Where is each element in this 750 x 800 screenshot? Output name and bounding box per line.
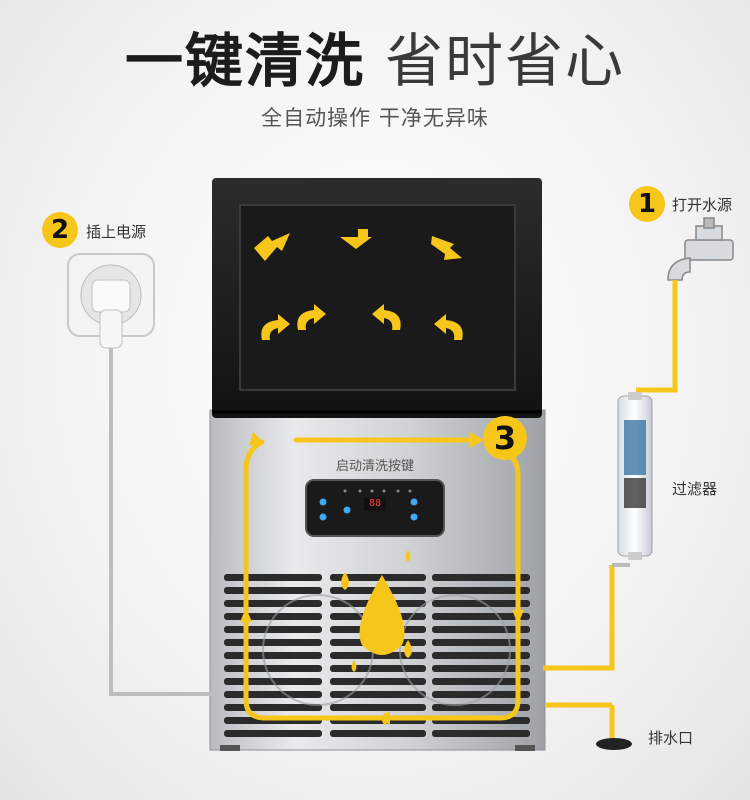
vent-slot (432, 730, 530, 737)
arrow-icon (372, 304, 401, 330)
vent-slot (224, 587, 322, 594)
headline-bold: 一键清洗 (124, 27, 365, 95)
vent-slot (432, 691, 530, 698)
down-icon[interactable] (319, 513, 327, 521)
vent-slot (224, 574, 322, 581)
vent-slot (224, 600, 322, 607)
vent-slot (432, 626, 530, 633)
vent-slot (224, 626, 322, 633)
drain-label: 排水口 (648, 729, 694, 747)
vent-slot (330, 730, 426, 737)
power-outlet (67, 253, 155, 349)
vent-slot (432, 600, 530, 607)
ice-button-icon[interactable] (410, 513, 418, 521)
step-1-badge: 1 (629, 186, 665, 222)
headline-light: 省时省心 (385, 27, 626, 95)
clean-button-icon[interactable] (410, 498, 418, 506)
faucet-icon (667, 217, 734, 281)
step-2-badge: 2 (42, 212, 78, 248)
ice-machine (209, 178, 546, 751)
power-cord (109, 348, 212, 696)
vent-slot (432, 639, 530, 646)
vent-slot (224, 652, 322, 659)
vent-slot (330, 652, 426, 659)
arrow-icon (297, 304, 326, 330)
vent-slot (224, 730, 322, 737)
vent-slot (432, 587, 530, 594)
digital-display: 88 (364, 497, 386, 511)
water-filter (617, 392, 653, 560)
up-icon[interactable] (319, 498, 327, 506)
filter-label: 过滤器 (672, 480, 718, 498)
arrow-icon (434, 314, 463, 340)
step-3-badge: 3 (483, 416, 527, 460)
vent-slot (330, 691, 426, 698)
vent-slot (432, 574, 530, 581)
subheadline: 全自动操作 干净无异味 (261, 106, 489, 130)
step-1-label: 打开水源 (672, 196, 733, 214)
vent-slot (224, 639, 322, 646)
vent-slot (432, 678, 530, 685)
vent-slot (330, 704, 426, 711)
arrow-icon (254, 233, 290, 261)
inlet-pipe (543, 280, 678, 740)
vent-slot (432, 613, 530, 620)
vent-slot (330, 665, 426, 672)
vent-slot (224, 665, 322, 672)
vent-slot (432, 652, 530, 659)
vent-slot (330, 574, 426, 581)
water-drops (341, 550, 412, 725)
headline: 一键清洗省时省心 (0, 28, 750, 94)
drain-hole-icon (596, 738, 632, 750)
vent-slot (224, 691, 322, 698)
step-2-label: 插上电源 (86, 223, 147, 241)
vent-slot (432, 665, 530, 672)
arrow-icon (431, 236, 462, 260)
power-icon[interactable] (343, 506, 351, 514)
vent-slot (330, 678, 426, 685)
airflow-arrows (254, 229, 463, 340)
panel-label: 启动清洗按键 (335, 459, 414, 474)
arrow-icon (261, 314, 290, 340)
vent-slot (224, 704, 322, 711)
arrow-icon (340, 229, 372, 249)
